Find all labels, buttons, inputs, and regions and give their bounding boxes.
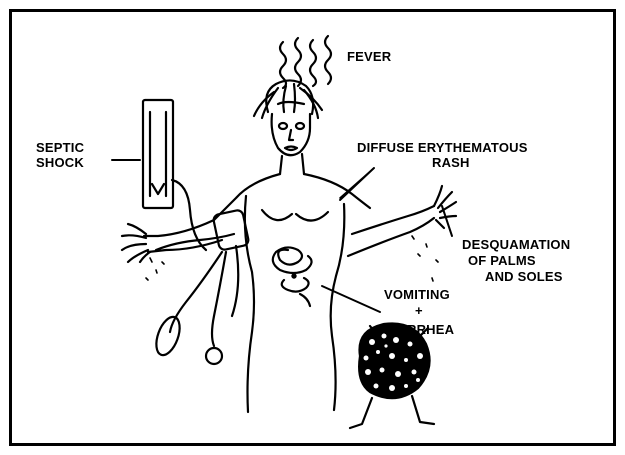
blood-pressure-cuff-icon bbox=[152, 209, 250, 364]
desquamation-label-line2: OF PALMS bbox=[468, 253, 536, 268]
vomiting-label: VOMITING bbox=[384, 287, 450, 302]
fever-label: FEVER bbox=[347, 49, 391, 64]
plus-label: + bbox=[415, 303, 423, 318]
head-icon bbox=[254, 80, 322, 174]
septic-shock-label-line2: SHOCK bbox=[36, 155, 84, 170]
diarrhea-label: DIARRHEA bbox=[384, 322, 454, 337]
desquamation-label-line1: DESQUAMATION bbox=[462, 237, 570, 252]
rash-label-line2: RASH bbox=[432, 155, 470, 170]
rash-label-line1: DIFFUSE ERYTHEMATOUS bbox=[357, 140, 528, 155]
left-arm-icon bbox=[122, 220, 222, 262]
septic-shock-label-line1: SEPTIC bbox=[36, 140, 84, 155]
right-arm-icon bbox=[348, 186, 456, 256]
microbe-icon bbox=[350, 323, 434, 428]
desquamation-label-line3: AND SOLES bbox=[485, 269, 563, 284]
